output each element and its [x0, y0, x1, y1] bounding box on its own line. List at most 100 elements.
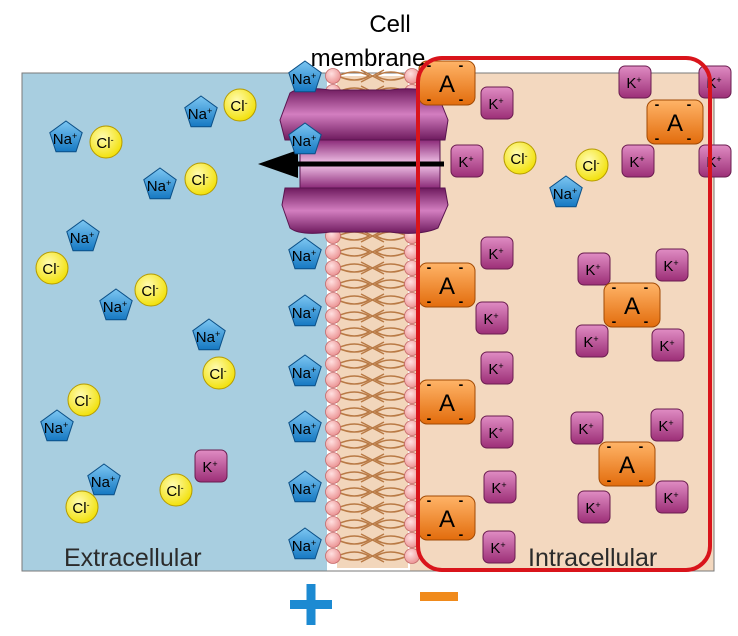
anion-protein: A---- — [418, 376, 476, 426]
sodium-ion: Na+ — [99, 288, 133, 321]
anion-charge-mark: - — [607, 472, 612, 488]
anion-protein: A---- — [603, 279, 661, 329]
anion-charge-mark: - — [459, 293, 464, 309]
lipid-tail — [337, 295, 371, 305]
lipid-tail — [337, 311, 371, 321]
lipid-tail — [374, 327, 408, 337]
anion-charge-mark: - — [612, 313, 617, 329]
lipid-tail — [337, 455, 371, 465]
potassium-ion: K+ — [475, 301, 509, 335]
anion-charge-mark: - — [427, 526, 432, 542]
lipid-head — [325, 468, 341, 484]
ion-label: Cl- — [510, 151, 527, 168]
potassium-ion: K+ — [450, 144, 484, 178]
anion-protein-shape — [603, 282, 661, 328]
lipid-tail — [337, 375, 371, 385]
potassium-ion: K+ — [650, 408, 684, 442]
anion-charge-mark: - — [427, 293, 432, 309]
ion-label: Na+ — [292, 365, 316, 382]
ion-channel — [279, 88, 449, 234]
chloride-ion-shape — [35, 251, 69, 285]
lipid-head — [325, 68, 341, 84]
lipid-tail — [374, 439, 408, 449]
chloride-ion: Cl- — [202, 356, 236, 390]
potassium-ion-shape — [621, 144, 655, 178]
chloride-ion-shape — [202, 356, 236, 390]
potassium-ion: K+ — [483, 470, 517, 504]
lipid-tail — [360, 277, 385, 291]
lipid-head — [325, 260, 341, 276]
sodium-ion-shape — [288, 470, 322, 503]
lipid-head — [325, 420, 341, 436]
lipid-tail — [360, 341, 385, 355]
ion-label: K+ — [626, 75, 641, 92]
anion-charge-mark: - — [612, 279, 617, 295]
lipid-tail — [374, 407, 408, 417]
sodium-ion: Na+ — [288, 294, 322, 327]
lipid-tail — [337, 263, 371, 273]
anion-label: A — [439, 506, 455, 533]
potassium-ion-shape — [651, 328, 685, 362]
sodium-ion: Na+ — [40, 409, 74, 442]
ion-label: Na+ — [292, 71, 316, 88]
extracellular-label: Extracellular — [64, 544, 202, 572]
sodium-ion-shape — [549, 175, 583, 208]
potassium-ion-shape — [480, 236, 514, 270]
lipid-tail — [360, 325, 385, 339]
anion-charge-mark: - — [459, 526, 464, 542]
lipid-tail — [360, 389, 385, 403]
lipid-tail — [360, 533, 385, 547]
lipid-tail — [337, 407, 371, 417]
anion-charge-mark: - — [687, 96, 692, 112]
lipid-tail — [374, 247, 408, 257]
lipid-tail — [360, 261, 385, 275]
ion-label: Na+ — [91, 474, 115, 491]
anion-charge-mark: - — [459, 410, 464, 426]
anion-charge-mark: - — [639, 438, 644, 454]
chloride-ion: Cl- — [575, 148, 609, 182]
lipid-tail — [337, 519, 371, 529]
ion-label: Na+ — [292, 305, 316, 322]
anion-charge-mark: - — [427, 259, 432, 275]
potassium-ion: K+ — [698, 144, 732, 178]
sodium-ion: Na+ — [87, 463, 121, 496]
ion-label: Cl- — [582, 158, 599, 175]
potassium-ion-shape — [480, 86, 514, 120]
chloride-ion: Cl- — [503, 141, 537, 175]
ion-label: Cl- — [96, 135, 113, 152]
lipid-tail — [374, 263, 408, 273]
anion-charge-mark: - — [607, 438, 612, 454]
ion-label: K+ — [663, 490, 678, 507]
lipid-tail — [337, 359, 371, 369]
lipid-tail — [360, 469, 385, 483]
ion-label: K+ — [488, 246, 503, 263]
ion-label: K+ — [658, 418, 673, 435]
anion-charge-mark: - — [427, 492, 432, 508]
sodium-ion: Na+ — [49, 120, 83, 153]
sodium-ion: Na+ — [288, 354, 322, 387]
lipid-head — [325, 388, 341, 404]
chloride-ion: Cl- — [134, 273, 168, 307]
potassium-ion: K+ — [480, 351, 514, 385]
potassium-ion-shape — [698, 144, 732, 178]
anion-charge-mark: - — [427, 57, 432, 73]
intracellular-outline — [416, 56, 712, 572]
sodium-ion: Na+ — [143, 167, 177, 200]
potassium-ion-shape — [475, 301, 509, 335]
sodium-ion: Na+ — [184, 95, 218, 128]
lipid-tail — [374, 343, 408, 353]
anion-charge-mark: - — [655, 130, 660, 146]
anion-charge-mark: - — [459, 259, 464, 275]
potassium-ion: K+ — [655, 480, 689, 514]
sodium-ion-shape — [288, 354, 322, 387]
lipid-head — [325, 244, 341, 260]
anion-charge-mark: - — [687, 130, 692, 146]
ion-label: K+ — [585, 500, 600, 517]
lipid-tail — [360, 357, 385, 371]
potassium-ion: K+ — [577, 490, 611, 524]
potassium-ion-shape — [650, 408, 684, 442]
lipid-head — [325, 436, 341, 452]
chloride-ion: Cl- — [184, 162, 218, 196]
potassium-ion-shape — [618, 65, 652, 99]
